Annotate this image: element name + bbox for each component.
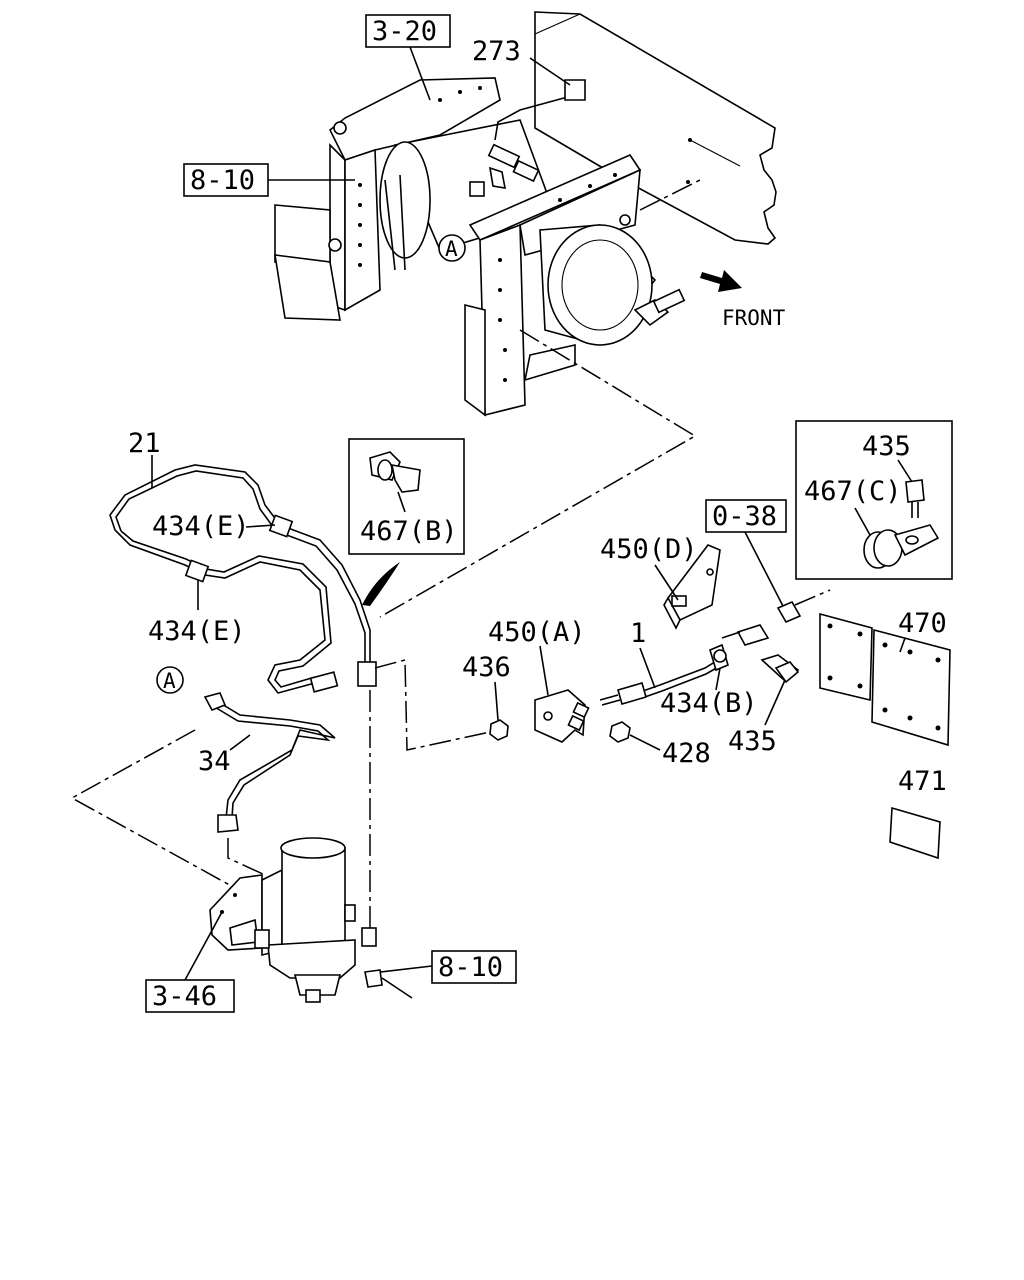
part-471: 471: [898, 766, 947, 797]
frame-rail: [534, 11, 777, 245]
clip-467c: [863, 479, 940, 569]
leader-273: [529, 57, 571, 86]
leader-467c: [854, 507, 871, 536]
plate-470: [819, 612, 951, 747]
marker-a-bottom-text: A: [163, 669, 176, 693]
leader-435: [764, 679, 786, 726]
marker-a-bottom: [156, 666, 184, 694]
bolt-435: [721, 624, 800, 684]
chain-line-rail: [639, 179, 701, 211]
part-428: 428: [662, 738, 711, 769]
leader-3-46: [184, 911, 223, 981]
part-450a: 450(A): [488, 617, 586, 648]
ref-box-3-20: [365, 14, 451, 48]
leader-434b: [715, 667, 721, 691]
nut-428: [609, 721, 631, 743]
nut-436: [489, 719, 509, 741]
leader-467b: [397, 491, 406, 513]
bolt-0-38: [776, 589, 831, 624]
hose-1: [599, 659, 721, 706]
ref-box-3-46: [145, 979, 235, 1013]
leader-434e-1: [245, 524, 276, 528]
ref-box-8-10-top: [183, 163, 269, 197]
part-434e-1: 434(E): [152, 511, 250, 542]
part-435: 435: [728, 726, 777, 757]
leader-1: [639, 647, 656, 689]
chain-line-dryer: [227, 838, 266, 876]
air-dryer: [209, 837, 377, 1003]
connector-8-10: [364, 969, 413, 999]
front-arrow: [700, 270, 742, 292]
leader-34: [229, 734, 251, 751]
leader-3-20: [409, 46, 431, 101]
ref-8-10-bottom-text: 8-10: [438, 952, 503, 983]
bracket-450d: [663, 544, 721, 630]
air-tank-front: [539, 224, 686, 346]
part-467b: 467(B): [360, 516, 458, 547]
part-436: 436: [462, 652, 511, 683]
bracket-450a: [534, 689, 590, 743]
leader-436: [494, 681, 499, 721]
part-450d: 450(D): [600, 534, 698, 565]
chain-line-top: [379, 329, 697, 618]
label-471: [889, 806, 941, 860]
ref-3-46-text: 3-46: [152, 981, 217, 1012]
part-434e-2: 434(E): [148, 616, 246, 647]
marker-a-top: [438, 234, 466, 262]
part-34: 34: [198, 746, 231, 777]
leader-470: [899, 637, 906, 653]
front-bracket: [464, 153, 642, 417]
rear-bracket: [274, 77, 501, 321]
chain-line-34: [70, 729, 236, 889]
leader-428: [629, 734, 661, 751]
inset-pointer: [362, 562, 400, 606]
part-467c: 467(C): [804, 476, 902, 507]
part-1: 1: [630, 618, 646, 649]
leader-0-38: [744, 531, 787, 613]
leader-450d: [654, 564, 679, 601]
part-470: 470: [898, 608, 947, 639]
ref-box-0-38: [705, 499, 787, 533]
clip-434b: [709, 643, 729, 672]
ref-8-10-top-text: 8-10: [190, 165, 255, 196]
part-273: 273: [472, 36, 521, 67]
part-434b: 434(B): [660, 688, 758, 719]
pipe-21: [109, 464, 377, 694]
ref-box-8-10-bottom: [431, 950, 517, 984]
leader-435-inset: [897, 459, 913, 483]
marker-a-top-text: A: [445, 237, 458, 261]
ref-3-20-text: 3-20: [372, 16, 437, 47]
inset-467b: [348, 438, 465, 555]
pipe-34: [203, 692, 336, 833]
leader-8-10-bottom: [379, 965, 433, 973]
ref-0-38-text: 0-38: [712, 501, 777, 532]
leader-450a: [539, 645, 549, 696]
front-label: FRONT: [722, 306, 786, 330]
clip-467b: [369, 451, 421, 493]
part-435-inset: 435: [862, 431, 911, 462]
part-21: 21: [128, 428, 161, 459]
chain-line-450a: [374, 659, 491, 751]
